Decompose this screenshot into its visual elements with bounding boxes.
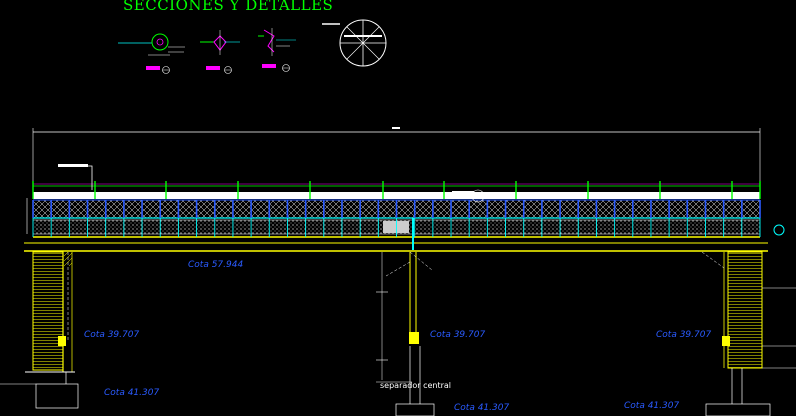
central-pier: [376, 251, 435, 416]
detail-d-section-circle: [322, 19, 387, 67]
overall-dimension: [32, 127, 761, 186]
detail-a: [118, 33, 185, 74]
detail-b: [200, 30, 240, 74]
cota-right-base-label: Cota 41.307: [624, 401, 679, 411]
drawing-title: SECCIONES Y DETALLES: [123, 0, 333, 14]
railing-posts: [32, 181, 761, 250]
cota-left-base-label: Cota 41.307: [104, 388, 159, 398]
right-abutment: [701, 224, 796, 416]
separator-label: separador central: [380, 381, 451, 390]
detail-sketches: [118, 19, 387, 74]
cota-mid-base-label: Cota 41.307: [454, 403, 509, 413]
cota-deck-label: Cota 57.944: [188, 260, 243, 270]
left-abutment: [0, 251, 79, 409]
elevation-labels: Cota 57.944 Cota 39.707 Cota 39.707 Cota…: [84, 260, 711, 413]
cota-mid-top-label: Cota 39.707: [430, 330, 485, 340]
detail-c: [258, 28, 296, 72]
cota-right-top-label: Cota 39.707: [656, 330, 711, 340]
cota-left-top-label: Cota 39.707: [84, 330, 139, 340]
